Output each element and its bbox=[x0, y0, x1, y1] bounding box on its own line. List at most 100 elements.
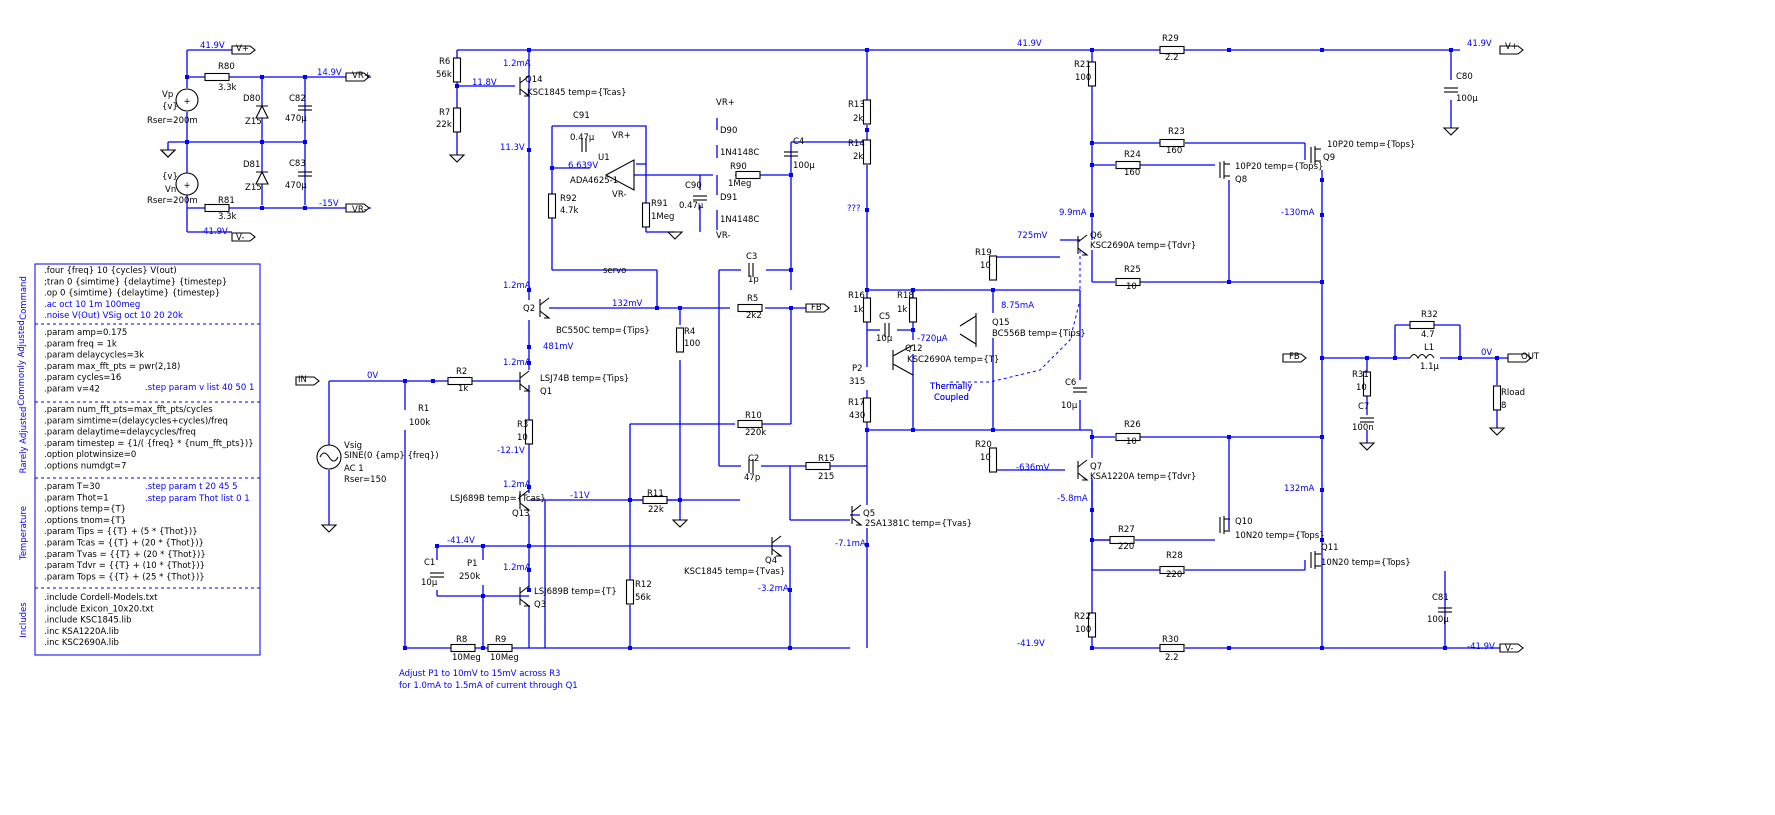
component-label: Rser=150 bbox=[344, 475, 386, 485]
component-label: Rload bbox=[1501, 388, 1525, 398]
component-label: C91 bbox=[573, 111, 590, 121]
component-label: R4 bbox=[684, 327, 695, 337]
resistor bbox=[1409, 320, 1435, 330]
resistor bbox=[675, 327, 685, 353]
component-label: R22 bbox=[1074, 612, 1091, 622]
component-label: 14.9V bbox=[317, 68, 342, 78]
component-label: -12.1V bbox=[497, 446, 525, 456]
junction bbox=[865, 48, 869, 52]
junction bbox=[527, 288, 531, 292]
junction bbox=[527, 361, 531, 365]
capacitor bbox=[1359, 417, 1375, 423]
directive-temp: .param Tops = {{T} + (25 * {Thot})} bbox=[44, 572, 205, 582]
junction bbox=[1090, 163, 1094, 167]
component-label: KSC2690A temp={Tdvr} bbox=[1090, 241, 1196, 251]
component-label: R12 bbox=[635, 580, 652, 590]
component-label: C81 bbox=[1432, 593, 1449, 603]
component-label: FB bbox=[1289, 352, 1300, 362]
input-stage bbox=[328, 49, 1460, 649]
component-label: R27 bbox=[1118, 525, 1135, 535]
component-label: 22k bbox=[436, 120, 452, 130]
junction bbox=[1443, 646, 1447, 650]
component-label: Q2 bbox=[523, 304, 535, 314]
component-label: -636mV bbox=[1016, 463, 1050, 473]
junction bbox=[435, 544, 439, 548]
junction bbox=[911, 288, 915, 292]
directive-command: ;tran 0 {simtime} {delaytime} {timestep} bbox=[44, 277, 227, 287]
component-label: R17 bbox=[848, 398, 865, 408]
transistor bbox=[1077, 459, 1088, 481]
component-label: 10 bbox=[980, 453, 991, 463]
directive-common: .param freq = 1k bbox=[44, 339, 117, 349]
inductor bbox=[1409, 353, 1435, 360]
component-label: -41.9V bbox=[1017, 639, 1045, 649]
servo-label: servo bbox=[603, 266, 626, 276]
resistor bbox=[487, 643, 513, 653]
component-label: 132mA bbox=[1284, 484, 1315, 494]
component-label: R23 bbox=[1168, 127, 1185, 137]
component-label: R31 bbox=[1352, 370, 1369, 380]
component-label: R24 bbox=[1124, 150, 1141, 160]
transistor bbox=[519, 370, 530, 392]
component-label: 2k2 bbox=[746, 311, 762, 321]
component-label: C1 bbox=[424, 558, 435, 568]
component-label: Vsig bbox=[344, 441, 362, 451]
component-label: P1 bbox=[467, 559, 478, 569]
component-label: R13 bbox=[848, 100, 865, 110]
component-label: R21 bbox=[1074, 60, 1091, 70]
resistor bbox=[452, 57, 462, 83]
junction bbox=[403, 646, 407, 650]
directive-common: .param amp=0.175 bbox=[44, 328, 127, 338]
directive-rare: .param timestep = {1/( {freq} * {num_fft… bbox=[44, 439, 254, 449]
resistor bbox=[625, 579, 635, 605]
component-label: R10 bbox=[745, 411, 762, 421]
port bbox=[1282, 353, 1307, 363]
component-label: Q12 bbox=[905, 344, 923, 354]
capacitor bbox=[1443, 87, 1459, 93]
component-label: IN bbox=[298, 375, 307, 385]
component-label: 0V bbox=[1481, 348, 1492, 358]
output-stage bbox=[1091, 50, 1508, 649]
power-supply: + + bbox=[160, 49, 371, 233]
component-label: -41.9V bbox=[1467, 642, 1495, 652]
component-label: 215 bbox=[818, 472, 834, 482]
junction bbox=[1227, 435, 1231, 439]
junction bbox=[1365, 356, 1369, 360]
directive-command: .four {freq} 10 {cycles} V(out) bbox=[44, 266, 177, 276]
component-label: R6 bbox=[439, 57, 450, 67]
component-label: C3 bbox=[746, 252, 757, 262]
component-label: 0V bbox=[367, 371, 378, 381]
junction bbox=[1227, 48, 1231, 52]
junction bbox=[865, 428, 869, 432]
component-label: R81 bbox=[218, 196, 235, 206]
component-label: 250k bbox=[459, 572, 480, 582]
component-label: 3.3k bbox=[218, 83, 237, 93]
transistor bbox=[1077, 234, 1088, 256]
component-label: Q10 bbox=[1235, 517, 1253, 527]
component-label: D80 bbox=[243, 94, 260, 104]
port bbox=[231, 45, 256, 55]
directive-common: .param max_fft_pts = pwr(2,18) bbox=[44, 362, 180, 372]
component-label: 10Meg bbox=[490, 653, 519, 663]
component-label: R3 bbox=[517, 420, 528, 430]
component-label: Vn bbox=[165, 185, 176, 195]
junction bbox=[865, 543, 869, 547]
component-label: 8 bbox=[1501, 401, 1506, 411]
component-label: 1N4148C bbox=[720, 215, 759, 225]
component-label: 1k bbox=[853, 305, 863, 315]
directive-temp: .options tnom={T} bbox=[44, 516, 126, 526]
component-label: C5 bbox=[879, 312, 890, 322]
junction bbox=[678, 306, 682, 310]
component-label: R92 bbox=[560, 194, 577, 204]
section-common: Commonly Adjusted bbox=[17, 320, 27, 406]
component-label: 1.2mA bbox=[503, 358, 531, 368]
component-label: Q14 bbox=[525, 75, 543, 85]
component-label: R32 bbox=[1421, 310, 1438, 320]
component-label: -41.4V bbox=[447, 536, 475, 546]
component-label: Q5 bbox=[863, 509, 875, 519]
component-label: R5 bbox=[747, 294, 758, 304]
port bbox=[345, 72, 370, 82]
component-label: U1 bbox=[598, 153, 610, 163]
ground-icon bbox=[321, 524, 337, 533]
component-label: KSC1845 temp={Tcas} bbox=[527, 88, 626, 98]
